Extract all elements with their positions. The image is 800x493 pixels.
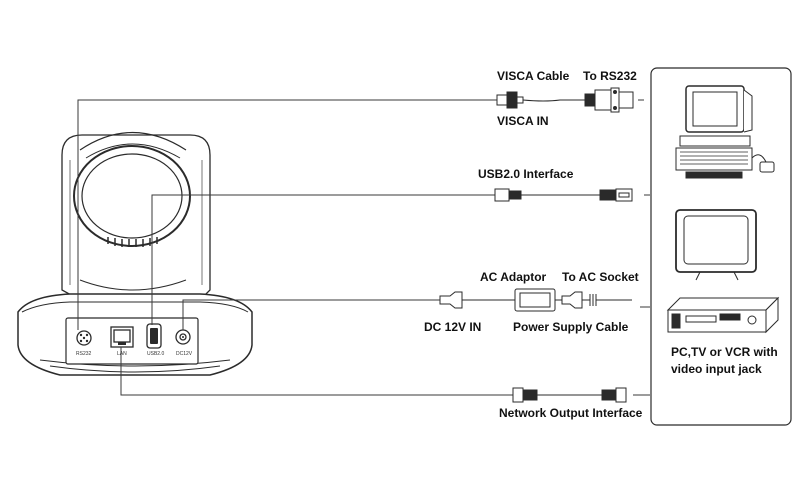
tv-icon <box>675 209 757 281</box>
to-ac-socket-label: To AC Socket <box>562 270 639 284</box>
usb-port-label: USB2.0 <box>147 351 165 357</box>
to-rs232-label: To RS232 <box>583 69 637 83</box>
power-supply-cable-label: Power Supply Cable <box>513 320 629 334</box>
visca-wire <box>77 99 497 330</box>
visca-cable <box>496 87 634 113</box>
dc-wire <box>182 299 440 330</box>
ac-adaptor-label: AC Adaptor <box>480 270 547 284</box>
network-cable <box>512 387 627 403</box>
lan-port-label: LAN <box>117 351 127 357</box>
power-supply-cable <box>439 288 632 312</box>
network-output-label: Network Output Interface <box>499 406 643 420</box>
vent-slots <box>107 237 158 247</box>
usb-port <box>146 323 162 349</box>
usb-cable <box>494 188 633 202</box>
usb-interface-label: USB2.0 Interface <box>478 167 574 181</box>
devices-caption-line1: PC,TV or VCR with <box>671 345 778 359</box>
dc12v-port-label: DC12V <box>176 351 193 357</box>
network-wire <box>120 347 513 396</box>
visca-cable-label: VISCA Cable <box>497 69 570 83</box>
lan-port <box>110 326 134 348</box>
visca-in-label: VISCA IN <box>497 114 549 128</box>
usb-wire <box>151 194 495 325</box>
vcr-icon <box>666 296 780 334</box>
devices-caption-line2: video input jack <box>671 362 762 376</box>
ptz-camera <box>17 132 253 376</box>
pc-icon <box>675 85 775 179</box>
wires <box>77 99 650 396</box>
rs232-port-label: RS232 <box>76 351 92 357</box>
devices-caption: PC,TV or VCR with video input jack <box>671 344 778 378</box>
rs232-port <box>76 330 92 346</box>
dc-12v-in-label: DC 12V IN <box>424 320 482 334</box>
dc12v-port <box>175 329 191 345</box>
